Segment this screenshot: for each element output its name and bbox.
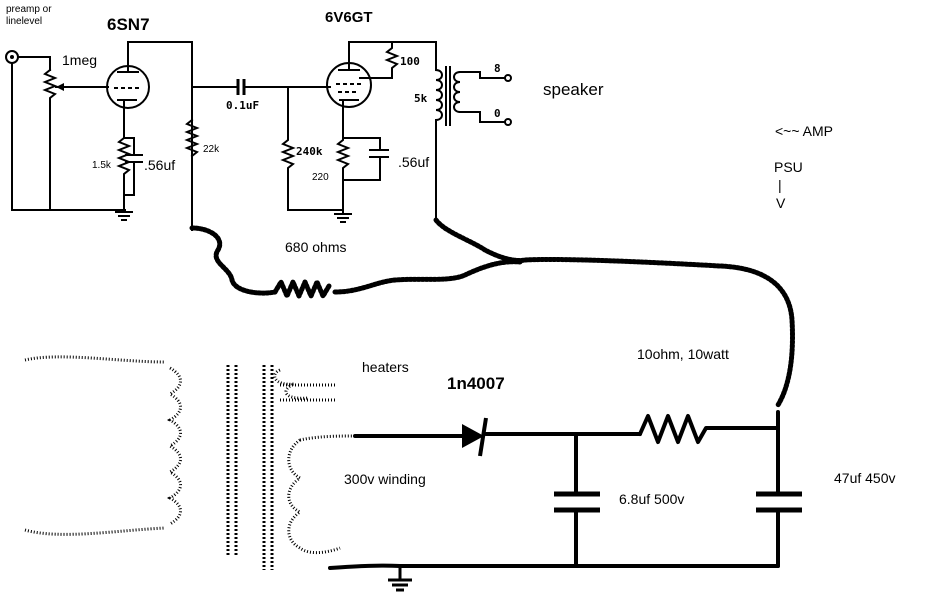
diode-bar [478, 417, 488, 457]
bplus-wire-right [433, 217, 795, 408]
tap0-terminal [504, 118, 512, 126]
hv-winding [287, 438, 341, 555]
ptx-primary-leads [24, 355, 166, 536]
bplus-wire-mid [332, 259, 523, 295]
tube2-symbol [326, 54, 372, 111]
amp-note: <~~ AMP [775, 123, 833, 139]
psu-ground [388, 566, 412, 592]
tube1-label: 6SN7 [107, 15, 150, 34]
psu-note: PSU [774, 159, 803, 175]
cathode-cap-1 [123, 137, 143, 196]
filter-c2-label: 47uf 450v [834, 470, 896, 486]
ground-rail [328, 563, 780, 570]
coupling-cap-label: 0.1uF [226, 99, 259, 112]
drop-r-label: 680 ohms [285, 239, 346, 255]
xfmr-secondary [453, 70, 462, 114]
psu-arrow-bar: | [778, 177, 782, 193]
ground-2 [334, 207, 352, 223]
cathode-r2-label: 220 [312, 172, 329, 183]
winding-label: 300v winding [344, 471, 426, 487]
cathode-c2-label: .56uf [398, 154, 429, 170]
tap8-label: 8 [494, 62, 501, 75]
filter-c1-label: 6.8uf 500v [619, 491, 684, 507]
hv-lead [299, 434, 356, 442]
xfmr-core [445, 66, 451, 126]
filter-cap-2 [756, 491, 802, 513]
diode-label: 1n4007 [447, 374, 505, 393]
tube1-plate-wire [127, 41, 193, 231]
cathode-r1-label: 1.5k [92, 160, 112, 171]
xfmr-primary [434, 68, 443, 221]
coupling-cap [236, 79, 246, 95]
ptx-core [226, 365, 274, 570]
diode-symbol [462, 424, 484, 448]
heaters-label: heaters [362, 359, 409, 375]
tap0-label: 0 [494, 107, 501, 120]
input-label-1: preamp or [6, 4, 52, 15]
tube2-plate-wire [348, 41, 437, 56]
bplus-wire-left [189, 225, 278, 296]
ground-1 [115, 204, 133, 221]
xfmr-taps [459, 71, 506, 123]
grid-resistor-2 [280, 86, 343, 211]
speaker-label: speaker [543, 80, 604, 99]
tap8-terminal [504, 74, 512, 82]
xfmr-primary-label: 5k [414, 92, 428, 105]
plate-resistor-1 [184, 118, 200, 158]
input-wires [11, 56, 126, 211]
cathode-resistor-1 [116, 136, 132, 206]
input-jack [5, 50, 19, 64]
heater-winding [273, 368, 335, 402]
psu-r-label: 10ohm, 10watt [637, 346, 729, 362]
grid-r2-label: 240k [296, 145, 323, 158]
dropping-resistor [272, 279, 332, 299]
input-label-2: linelevel [6, 16, 42, 27]
cathode-cap-2 [342, 137, 389, 181]
filter-cap-1 [554, 491, 600, 513]
cathode-c1-label: .56uf [144, 157, 175, 173]
plate-r1-label: 22k [203, 144, 220, 155]
ptx-primary-coil [166, 366, 182, 526]
screen-resistor [359, 41, 400, 79]
pot-label: 1meg [62, 52, 97, 68]
screen-r-label: 100 [400, 55, 420, 68]
volume-pot [42, 68, 58, 211]
psu-arrow-v: V [776, 195, 786, 211]
filter-resistor [638, 414, 780, 444]
pot-wiper-arrow [56, 83, 64, 91]
tube1-symbol [106, 54, 150, 109]
cathode-resistor-2 [335, 109, 351, 209]
tube2-label: 6V6GT [325, 9, 373, 26]
